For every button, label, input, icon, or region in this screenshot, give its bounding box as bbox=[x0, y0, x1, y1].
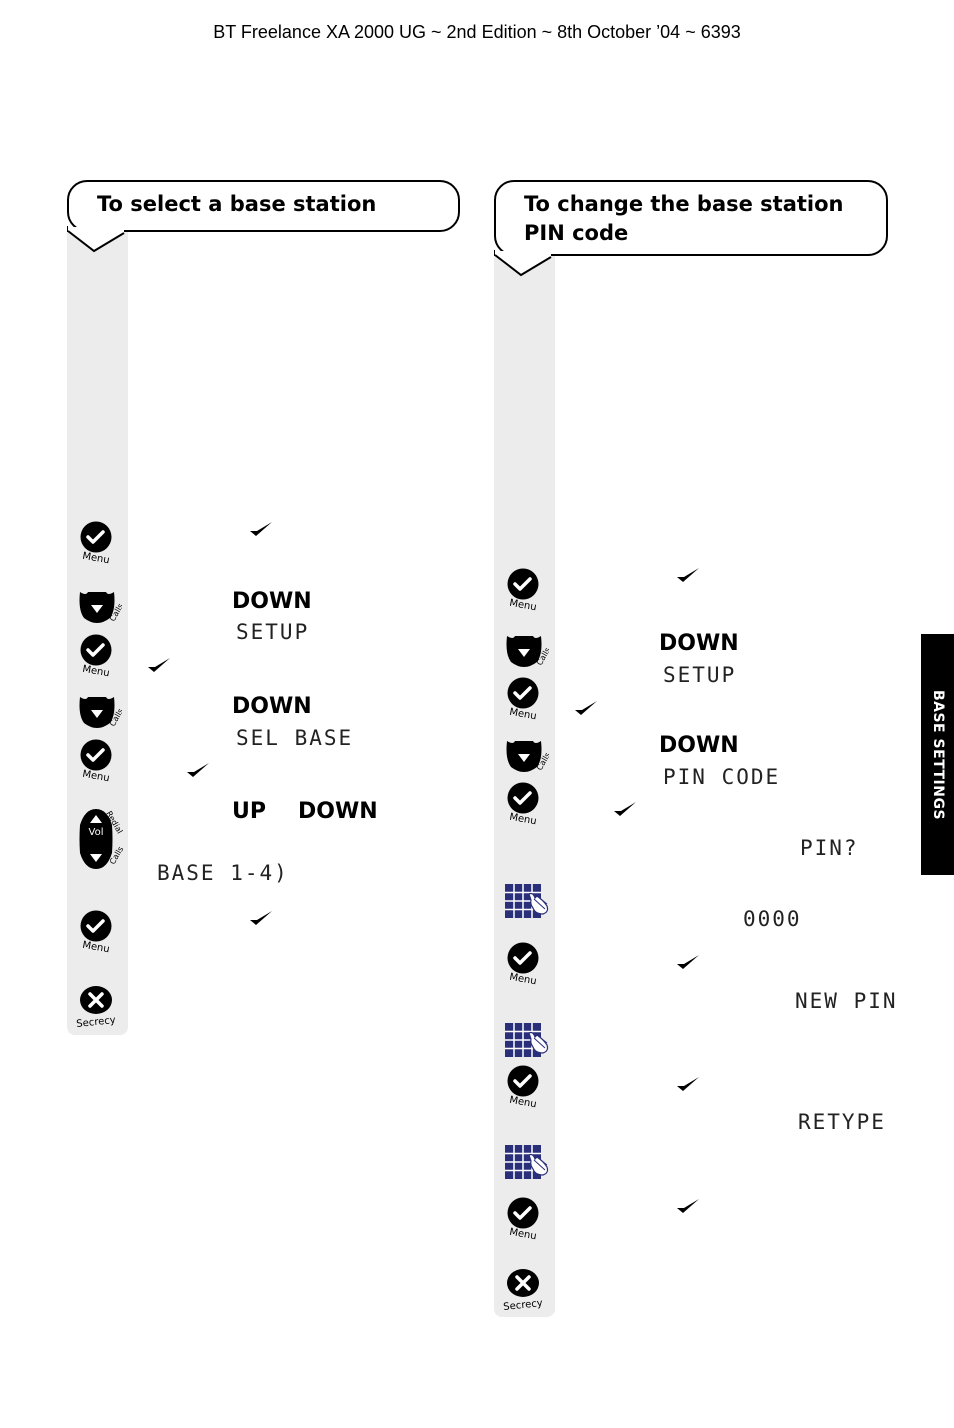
menu-icon-label: Menu bbox=[508, 1095, 537, 1109]
display-base-range: BASE 1-4) bbox=[157, 861, 289, 885]
down-key-label: DOWN bbox=[659, 733, 739, 758]
section-tab: BASE SETTINGS bbox=[921, 634, 954, 875]
menu-icon-label: Menu bbox=[508, 598, 537, 612]
left-title-tail bbox=[67, 226, 125, 253]
display-pin-code: PIN CODE bbox=[663, 765, 781, 789]
tick-icon bbox=[187, 763, 209, 777]
tick-icon bbox=[677, 1077, 699, 1091]
vol-label: Vol bbox=[89, 827, 104, 838]
menu-icon: Menu bbox=[503, 782, 545, 826]
menu-icon: Menu bbox=[503, 1197, 545, 1241]
menu-icon-label: Menu bbox=[508, 972, 537, 986]
left-icon-strip bbox=[67, 231, 128, 1035]
tick-icon bbox=[677, 568, 699, 582]
down-key-label: DOWN bbox=[232, 589, 312, 614]
menu-icon: Menu bbox=[503, 942, 545, 986]
calls-down-icon: Calls bbox=[503, 737, 549, 777]
keypad-icon bbox=[503, 1021, 555, 1059]
display-retype: RETYPE bbox=[798, 1110, 886, 1134]
menu-icon: Menu bbox=[76, 521, 118, 565]
menu-icon: Menu bbox=[503, 677, 545, 721]
left-section-title: To select a base station bbox=[67, 180, 460, 232]
calls-down-icon: Calls bbox=[76, 588, 122, 628]
secrecy-icon: Secrecy bbox=[503, 1268, 545, 1312]
secrecy-icon: Secrecy bbox=[76, 985, 118, 1029]
down-key-label: DOWN bbox=[659, 631, 739, 656]
menu-icon-label: Menu bbox=[81, 940, 110, 954]
right-title-line2: PIN code bbox=[524, 221, 629, 245]
tick-icon bbox=[677, 1199, 699, 1213]
display-sel-base: SEL BASE bbox=[236, 726, 354, 750]
menu-icon: Menu bbox=[503, 568, 545, 612]
tick-icon bbox=[250, 522, 272, 536]
display-setup: SETUP bbox=[663, 663, 737, 687]
calls-down-icon: Calls bbox=[76, 693, 122, 733]
display-default-pin: 0000 bbox=[743, 907, 802, 931]
tick-icon bbox=[250, 911, 272, 925]
section-tab-label: BASE SETTINGS bbox=[929, 689, 946, 820]
up-key-label: UP bbox=[232, 799, 266, 824]
menu-icon-label: Menu bbox=[508, 707, 537, 721]
tick-icon bbox=[614, 802, 636, 816]
tick-icon bbox=[677, 955, 699, 969]
display-new-pin: NEW PIN bbox=[795, 989, 898, 1013]
menu-icon: Menu bbox=[503, 1065, 545, 1109]
left-title-text: To select a base station bbox=[97, 192, 377, 216]
menu-icon-label: Menu bbox=[81, 664, 110, 678]
right-title-tail bbox=[494, 250, 552, 277]
secrecy-label: Secrecy bbox=[503, 1298, 543, 1312]
menu-icon-label: Menu bbox=[81, 551, 110, 565]
menu-icon-label: Menu bbox=[508, 812, 537, 826]
menu-icon: Menu bbox=[76, 634, 118, 678]
menu-icon: Menu bbox=[76, 739, 118, 783]
down-key-label: DOWN bbox=[232, 694, 312, 719]
display-setup: SETUP bbox=[236, 620, 310, 644]
calls-down-icon: Calls bbox=[503, 632, 549, 672]
keypad-icon bbox=[503, 1143, 555, 1181]
page-header: BT Freelance XA 2000 UG ~ 2nd Edition ~ … bbox=[213, 22, 741, 42]
display-pin-prompt: PIN? bbox=[800, 836, 859, 860]
secrecy-label: Secrecy bbox=[76, 1015, 116, 1029]
right-section-title: To change the base station PIN code bbox=[494, 180, 888, 256]
down-key-label: DOWN bbox=[298, 799, 378, 824]
menu-icon-label: Menu bbox=[508, 1227, 537, 1241]
menu-icon: Menu bbox=[76, 910, 118, 954]
right-title-line1: To change the base station bbox=[524, 192, 844, 216]
keypad-icon bbox=[503, 882, 555, 920]
tick-icon bbox=[148, 658, 170, 672]
menu-icon-label: Menu bbox=[81, 769, 110, 783]
tick-icon bbox=[575, 701, 597, 715]
